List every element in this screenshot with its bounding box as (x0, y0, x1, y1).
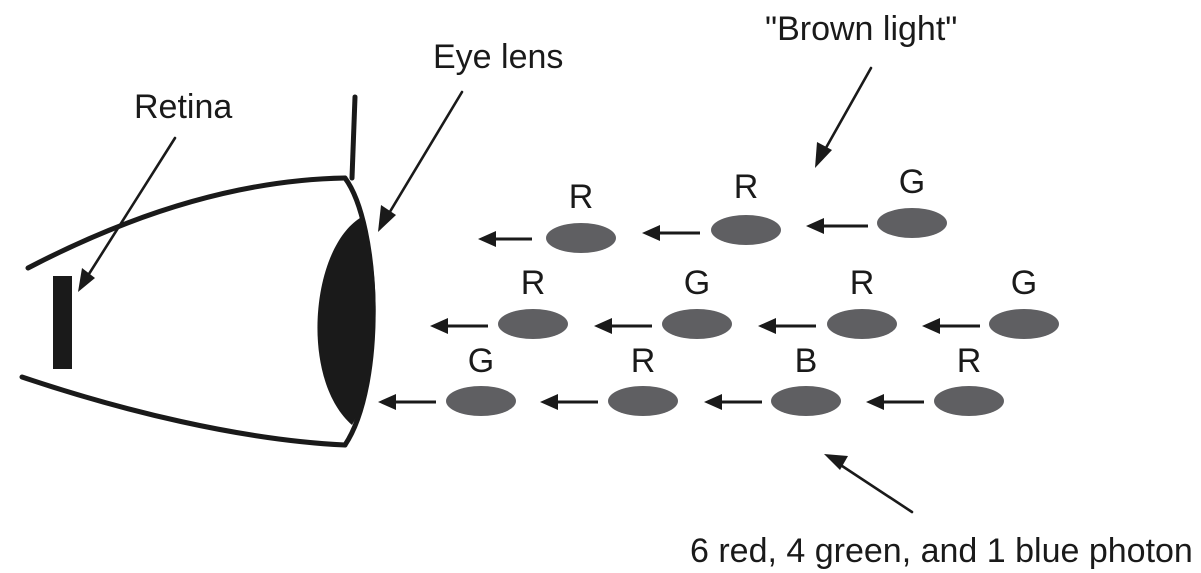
photon-label: R (521, 264, 546, 302)
photon-label: G (684, 264, 710, 302)
photon-label: G (899, 163, 925, 201)
photon (608, 386, 678, 416)
photon-label: G (468, 342, 494, 380)
photon-row-3: G R B R (378, 342, 1004, 416)
eye-lens-label: Eye lens (433, 38, 563, 76)
retina (53, 276, 72, 369)
photon-row-1: R R G (478, 163, 947, 253)
photon-arrow (704, 394, 762, 410)
photon-label: R (631, 342, 656, 380)
photon (446, 386, 516, 416)
photon (827, 309, 897, 339)
photon (711, 215, 781, 245)
eye-lens-pointer (378, 92, 462, 232)
photon (934, 386, 1004, 416)
photon-arrow (594, 318, 652, 334)
photon-arrow (758, 318, 816, 334)
eye-upper-outline (28, 178, 345, 268)
photon (771, 386, 841, 416)
photon-row-2: R G R G (430, 264, 1059, 339)
photon-label: R (734, 168, 759, 206)
brown-light-label: "Brown light" (765, 10, 957, 48)
photon-label: R (957, 342, 982, 380)
eye (22, 97, 376, 445)
eye-brow-edge (352, 97, 355, 178)
photon-arrow (478, 231, 532, 247)
photon-arrow (378, 394, 436, 410)
photon-arrow (806, 218, 868, 234)
brown-light-pointer (815, 68, 871, 168)
photon (989, 309, 1059, 339)
photon (877, 208, 947, 238)
photon-arrow (430, 318, 488, 334)
photon-label: R (569, 178, 594, 216)
photon-label: B (795, 342, 818, 380)
photon-label: G (1011, 264, 1037, 302)
retina-label: Retina (134, 88, 232, 126)
eye-lower-outline (22, 377, 345, 445)
photon (662, 309, 732, 339)
retina-pointer (78, 138, 175, 292)
photon-count-pointer (824, 454, 912, 512)
photon (498, 309, 568, 339)
photon-arrow (642, 225, 700, 241)
photon-count-label: 6 red, 4 green, and 1 blue photon (690, 532, 1193, 570)
photon-arrow (866, 394, 924, 410)
photon-arrow (540, 394, 598, 410)
photon-label: R (850, 264, 875, 302)
photon (546, 223, 616, 253)
photon-arrow (922, 318, 980, 334)
